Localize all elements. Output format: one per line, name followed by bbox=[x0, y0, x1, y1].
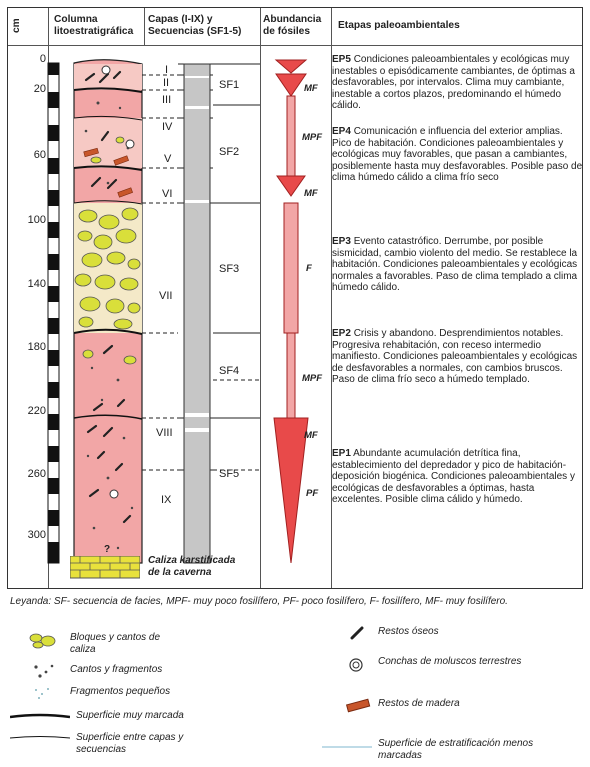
layer-label: III bbox=[162, 94, 171, 106]
abundance-label: MF bbox=[304, 188, 318, 199]
sequence-label: SF5 bbox=[219, 468, 239, 480]
layer-label: I bbox=[165, 64, 168, 76]
legend-small-fragments: Fragmentos pequeños bbox=[70, 686, 230, 698]
legend-strat-surface: Superficie de estratificación menos marc… bbox=[378, 738, 578, 762]
stage-ep2: EP2 Crisis y abandono. Desprendimientos … bbox=[332, 328, 583, 386]
base-label: Caliza karstificada de la caverna bbox=[148, 555, 248, 579]
legend-pebbles: Cantos y fragmentos bbox=[70, 664, 230, 676]
stage-ep5: EP5 Condiciones paleoambientales y ecoló… bbox=[332, 54, 583, 112]
abundance-label: F bbox=[306, 263, 312, 274]
legend: Leyanda: SF- secuencia de facies, MPF- m… bbox=[0, 592, 590, 767]
blocks-legend-icon bbox=[28, 632, 58, 650]
layer-label: IV bbox=[162, 121, 172, 133]
figure-frame: cm Columna litoestratigráfica Capas (I-I… bbox=[7, 7, 583, 589]
bone-legend-icon bbox=[346, 624, 370, 642]
base-question-mark: ? bbox=[104, 544, 110, 555]
legend-layer-surface: Superficie entre capas y secuencias bbox=[76, 732, 236, 756]
layer-label: IX bbox=[161, 494, 171, 506]
legend-blocks: Bloques y cantos de caliza bbox=[70, 632, 170, 656]
layer-label: V bbox=[164, 153, 171, 165]
sequence-label: SF3 bbox=[219, 263, 239, 275]
strat-surface-legend-icon bbox=[322, 742, 372, 752]
wood-legend-icon bbox=[344, 696, 374, 714]
layer-label: VII bbox=[159, 290, 172, 302]
layer-surface-legend-icon bbox=[10, 733, 70, 743]
depth-scale-bar bbox=[48, 63, 59, 563]
legend-bones: Restos óseos bbox=[378, 626, 528, 638]
small-fragments-legend-icon bbox=[28, 684, 58, 702]
shell-legend-icon bbox=[346, 656, 370, 674]
stage-ep1: EP1 Abundante acumulación detrítica fina… bbox=[332, 448, 583, 506]
legend-strong-surface: Superficie muy marcada bbox=[76, 710, 236, 722]
abundance-label: MF bbox=[304, 430, 318, 441]
abundance-label: MPF bbox=[302, 132, 322, 143]
layer-label: II bbox=[163, 77, 169, 89]
abundance-label: MF bbox=[304, 83, 318, 94]
abundance-label: MPF bbox=[302, 373, 322, 384]
karst-limestone-swatch bbox=[70, 556, 140, 580]
layer-label: VI bbox=[162, 188, 172, 200]
sequence-bar bbox=[184, 64, 260, 563]
stage-ep3: EP3 Evento catastrófico. Derrumbe, por p… bbox=[332, 236, 583, 294]
sequence-label: SF1 bbox=[219, 79, 239, 91]
legend-title: Leyanda: SF- secuencia de facies, MPF- m… bbox=[10, 596, 530, 608]
pebbles-legend-icon bbox=[28, 662, 58, 680]
stage-ep4: EP4 Comunicación e influencia del exteri… bbox=[332, 126, 583, 184]
sequence-label: SF2 bbox=[219, 146, 239, 158]
strong-surface-legend-icon bbox=[10, 712, 70, 722]
layer-label: VIII bbox=[156, 427, 173, 439]
legend-shells: Conchas de moluscos terrestres bbox=[378, 656, 528, 668]
sequence-label: SF4 bbox=[219, 365, 239, 377]
abundance-label: PF bbox=[306, 488, 318, 499]
legend-wood: Restos de madera bbox=[378, 698, 528, 710]
